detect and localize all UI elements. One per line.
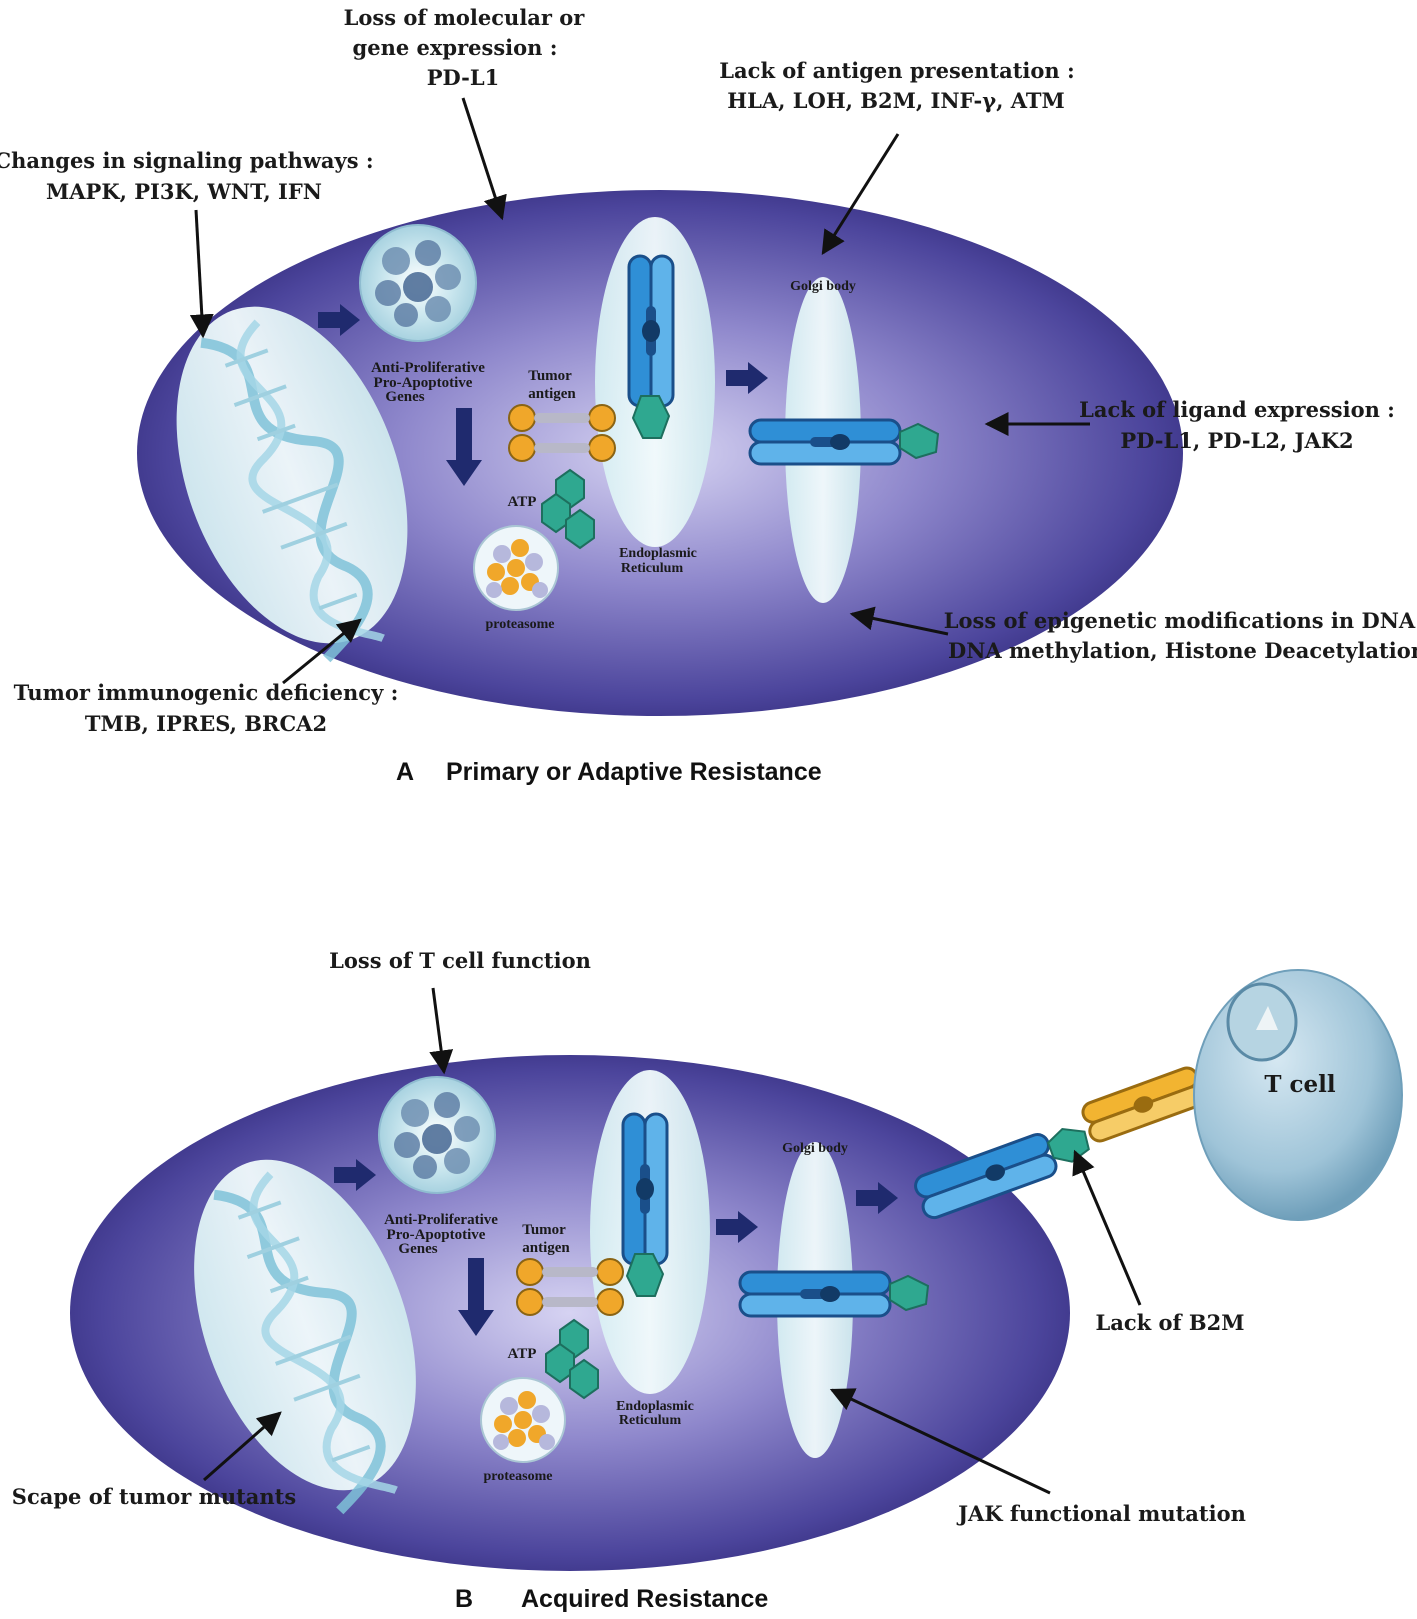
proteasome-icon bbox=[473, 525, 559, 611]
b2m-label: Lack of B2M bbox=[1096, 1310, 1245, 1335]
genes-label-2: Pro-Apoptotive bbox=[387, 1227, 486, 1243]
genes-label-1: Anti-Proliferative bbox=[384, 1212, 498, 1228]
arrow-genes-down-icon bbox=[446, 408, 482, 486]
antigen-presentation-label-2: HLA, LOH, B2M, INF-γ, ATM bbox=[727, 88, 1064, 113]
molecular-label-1: Loss of molecular or bbox=[344, 5, 586, 30]
genes-label-2: Pro-Apoptotive bbox=[374, 375, 473, 391]
genes-label-3: Genes bbox=[398, 1241, 437, 1257]
er-label-1: Endoplasmic bbox=[616, 1399, 694, 1414]
panel-a-caption: Primary or Adaptive Resistance bbox=[446, 758, 822, 786]
panel-b-letter: B bbox=[455, 1585, 473, 1613]
epigenetic-label-2: DNA methylation, Histone Deacetylation bbox=[948, 638, 1417, 663]
nucleus bbox=[194, 1159, 416, 1491]
proteasome-icon bbox=[480, 1377, 566, 1463]
er-label-1: Endoplasmic bbox=[619, 546, 697, 561]
epigenetic-arrow bbox=[849, 606, 949, 636]
t-cell-label: T cell bbox=[1264, 1071, 1335, 1098]
jak-label: JAK functional mutation bbox=[956, 1501, 1246, 1526]
immunogenic-label-2: TMB, IPRES, BRCA2 bbox=[85, 711, 327, 736]
tumor-antigen-label-1: Tumor bbox=[528, 368, 572, 384]
molecular-arrow bbox=[461, 97, 507, 221]
panel-b-caption: Acquired Resistance bbox=[521, 1585, 768, 1613]
immunogenic-label-1: Tumor immunogenic deficiency : bbox=[14, 680, 399, 705]
mhc-receptor-vertical-icon bbox=[627, 254, 675, 440]
scape-label: Scape of tumor mutants bbox=[12, 1484, 296, 1509]
genes-label-3: Genes bbox=[385, 389, 424, 405]
golgi-label: Golgi body bbox=[782, 1141, 848, 1156]
molecular-label-2: gene expression : bbox=[353, 35, 558, 60]
tcell-function-arrow bbox=[429, 987, 454, 1075]
atp-label: ATP bbox=[508, 1346, 537, 1362]
antigen-presentation-label-1: Lack of antigen presentation : bbox=[719, 58, 1074, 83]
signaling-label-1: Changes in signaling pathways : bbox=[0, 148, 374, 173]
arrow-genes-down-icon bbox=[458, 1258, 494, 1336]
proteasome-label: proteasome bbox=[486, 617, 555, 632]
mhc-receptor-vertical-icon bbox=[621, 1112, 669, 1298]
nucleus bbox=[176, 306, 408, 644]
tumor-antigen-label-1: Tumor bbox=[522, 1222, 566, 1238]
er-label-2: Reticulum bbox=[621, 561, 684, 576]
t-cell-nucleolus bbox=[1256, 1006, 1278, 1030]
panel-a: Anti-Proliferative Pro-Apoptotive Genes … bbox=[0, 5, 1417, 786]
antigen-presentation-arrow bbox=[821, 133, 900, 256]
signaling-arrow bbox=[189, 209, 214, 339]
molecular-label-3: PD-L1 bbox=[427, 65, 500, 90]
ligand-label-1: Lack of ligand expression : bbox=[1079, 397, 1395, 422]
genes-label-1: Anti-Proliferative bbox=[371, 360, 485, 376]
panel-b: T cell Anti-Proliferative Pro-Apoptotive… bbox=[12, 948, 1403, 1613]
ligand-label-2: PD-L1, PD-L2, JAK2 bbox=[1120, 428, 1353, 453]
golgi-label: Golgi body bbox=[790, 279, 856, 294]
genes-cluster-icon bbox=[359, 224, 477, 342]
immunogenic-arrow bbox=[282, 618, 362, 685]
scape-arrow bbox=[203, 1411, 282, 1482]
atp-label: ATP bbox=[508, 494, 537, 510]
epigenetic-label-1: Loss of epigenetic modifications in DNA … bbox=[944, 608, 1417, 633]
tcell-function-label: Loss of T cell function bbox=[329, 948, 591, 973]
jak-arrow bbox=[829, 1388, 1051, 1495]
panel-a-letter: A bbox=[396, 758, 414, 786]
b2m-arrow bbox=[1072, 1149, 1142, 1306]
genes-cluster-icon bbox=[378, 1076, 496, 1194]
tcell-receptor-icon bbox=[1081, 1066, 1206, 1143]
signaling-label-2: MAPK, PI3K, WNT, IFN bbox=[46, 179, 322, 204]
proteasome-label: proteasome bbox=[484, 1469, 553, 1484]
tumor-antigen-label-2: antigen bbox=[522, 1240, 570, 1256]
er-label-2: Reticulum bbox=[619, 1413, 682, 1428]
tumor-antigen-label-2: antigen bbox=[528, 386, 576, 402]
